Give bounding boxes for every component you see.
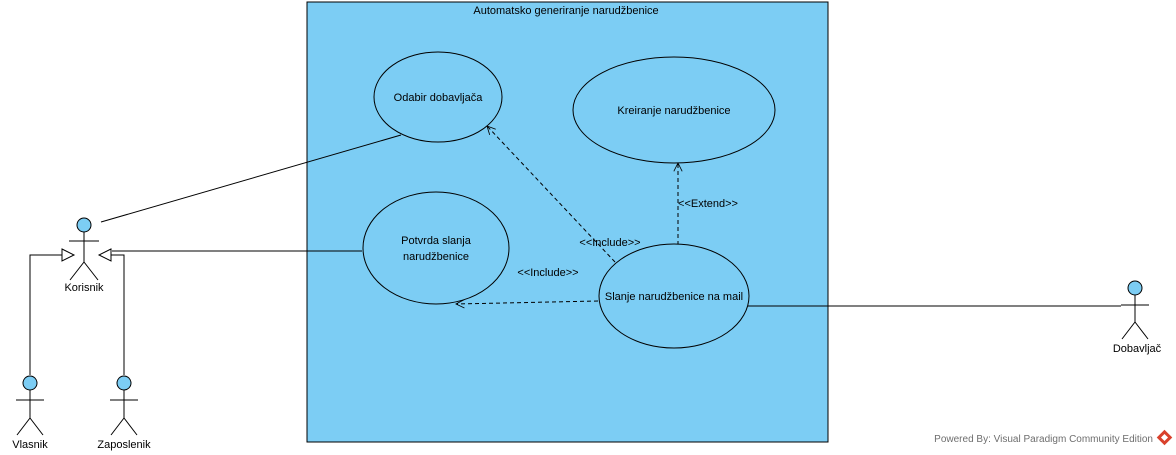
generalization-arrowhead-vlasnik: [61, 248, 76, 262]
use-case-label: Odabir dobavljača: [394, 92, 484, 104]
actor-label-vlasnik: Vlasnik: [12, 439, 48, 451]
use-case-kreiranje-narudzbenice[interactable]: Kreiranje narudžbenice: [572, 56, 776, 164]
actor-dobavljac[interactable]: Dobavljač: [1113, 280, 1162, 355]
use-case-label: Slanje narudžbenice na mail: [605, 291, 743, 303]
actor-vlasnik[interactable]: Vlasnik: [12, 375, 48, 451]
use-case-label-line-2: narudžbenice: [403, 251, 469, 263]
include-label-1: <<Include>>: [579, 237, 640, 249]
actor-zaposlenik[interactable]: Zaposlenik: [97, 375, 151, 451]
system-title: Automatsko generiranje narudžbenice: [473, 5, 658, 17]
generalization-vlasnik: [29, 254, 62, 375]
visual-paradigm-logo-icon: [1156, 429, 1173, 446]
actor-label-korisnik: Korisnik: [64, 282, 104, 294]
generalization-arrowhead-zaposlenik: [97, 248, 112, 262]
actor-label-zaposlenik: Zaposlenik: [97, 439, 151, 451]
use-case-label-line-1: Potvrda slanja: [401, 235, 472, 247]
use-case-odabir-dobavljaca[interactable]: Odabir dobavljača: [373, 51, 503, 143]
include-label-2: <<Include>>: [517, 267, 578, 279]
footer-powered-by: Powered By: Visual Paradigm Community Ed…: [934, 434, 1153, 445]
association-korisnik-odabir: [100, 134, 402, 223]
use-case-slanje-narudzbenice[interactable]: Slanje narudžbenice na mail: [598, 243, 750, 349]
include-slanje-potvrda: [456, 301, 599, 304]
footer-watermark: Powered By: Visual Paradigm Community Ed…: [934, 429, 1173, 446]
use-case-potvrda-slanja[interactable]: Potvrda slanja narudžbenice: [362, 191, 510, 305]
extend-label: <<Extend>>: [678, 198, 738, 210]
actor-label-dobavljac: Dobavljač: [1113, 343, 1162, 355]
actor-korisnik[interactable]: Korisnik: [64, 217, 104, 294]
generalization-zaposlenik: [111, 254, 125, 375]
include-slanje-odabir: [487, 126, 616, 263]
use-case-label: Kreiranje narudžbenice: [617, 105, 730, 117]
